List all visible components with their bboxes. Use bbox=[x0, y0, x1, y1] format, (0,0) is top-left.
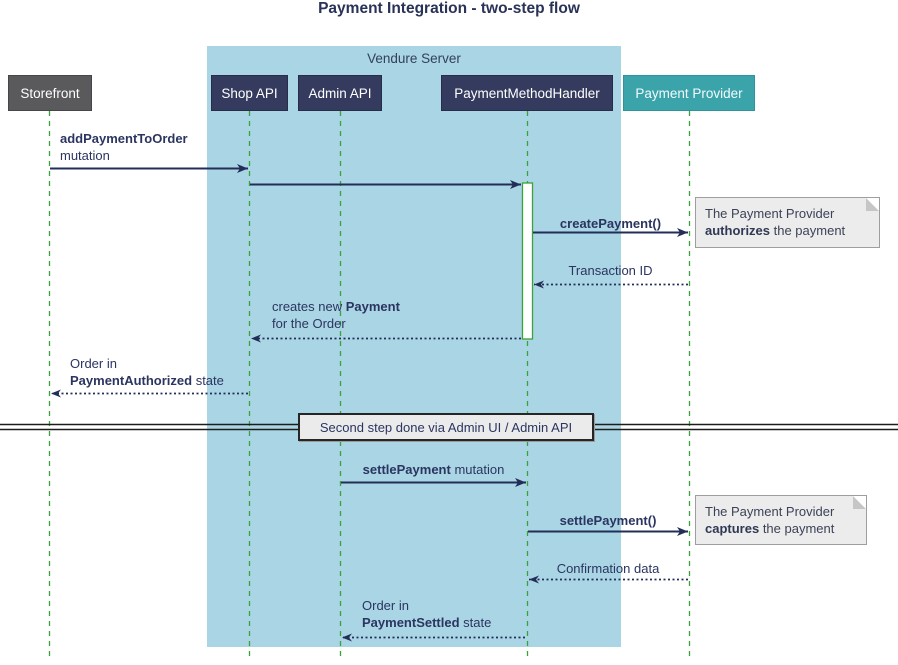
participant-payment-method-handler-label: PaymentMethodHandler bbox=[454, 85, 600, 101]
participant-storefront: Storefront bbox=[8, 75, 92, 111]
message-order-authorized-line1: Order in bbox=[70, 356, 117, 371]
vendure-server-group bbox=[207, 46, 621, 647]
participant-storefront-label: Storefront bbox=[20, 85, 80, 101]
note-capture-line1: The Payment Provider bbox=[705, 504, 835, 519]
note-authorize-bold: authorizes bbox=[705, 223, 771, 238]
message-confirmation-label: Confirmation data bbox=[556, 561, 660, 576]
activation-bar-handler bbox=[521, 182, 534, 340]
note-capture: The Payment Provider captures the paymen… bbox=[695, 495, 867, 545]
message-order-settled-label: Order in PaymentSettled state bbox=[362, 597, 491, 631]
message-transaction-id-label: Transaction ID bbox=[568, 263, 653, 278]
participant-payment-provider-label: Payment Provider bbox=[635, 85, 743, 101]
message-settle-call-label: settlePayment() bbox=[559, 513, 657, 528]
message-creates-payment-label: creates new Payment for the Order bbox=[272, 298, 400, 332]
message-settle-mutation-bold: settlePayment bbox=[362, 462, 451, 477]
note-authorize: The Payment Provider authorizes the paym… bbox=[695, 197, 880, 248]
message-order-settled-rest: state bbox=[459, 615, 492, 630]
note-authorize-line1: The Payment Provider bbox=[705, 206, 835, 221]
message-order-authorized-bold: PaymentAuthorized bbox=[70, 373, 193, 388]
message-creates-payment-line2: for the Order bbox=[272, 316, 346, 331]
participant-payment-method-handler: PaymentMethodHandler bbox=[441, 75, 613, 111]
diagram-title: Payment Integration - two-step flow bbox=[318, 0, 580, 17]
participant-admin-api-label: Admin API bbox=[308, 85, 372, 101]
divider-label-box: Second step done via Admin UI / Admin AP… bbox=[298, 413, 594, 441]
message-add-payment-bold: addPaymentToOrder bbox=[60, 131, 188, 146]
participant-shop-api-label: Shop API bbox=[221, 85, 278, 101]
participant-shop-api: Shop API bbox=[211, 75, 288, 111]
message-settle-mutation-rest: mutation bbox=[450, 462, 505, 477]
participant-payment-provider: Payment Provider bbox=[623, 75, 755, 111]
message-order-settled-bold: PaymentSettled bbox=[362, 615, 460, 630]
message-settle-mutation-label: settlePayment mutation bbox=[340, 461, 527, 478]
message-add-payment-label: addPaymentToOrder mutation bbox=[60, 130, 188, 164]
message-creates-payment-pre: creates new bbox=[272, 299, 346, 314]
note-capture-bold: captures bbox=[705, 521, 760, 536]
message-create-payment-label: createPayment() bbox=[559, 216, 662, 231]
message-creates-payment-bold: Payment bbox=[345, 299, 400, 314]
note-capture-rest: the payment bbox=[759, 521, 835, 536]
message-order-authorized-rest: state bbox=[192, 373, 224, 388]
message-order-settled-line1: Order in bbox=[362, 598, 409, 613]
vendure-server-label: Vendure Server bbox=[367, 51, 461, 66]
divider-label: Second step done via Admin UI / Admin AP… bbox=[319, 419, 573, 435]
note-authorize-rest: the payment bbox=[770, 223, 846, 238]
participant-admin-api: Admin API bbox=[298, 75, 382, 111]
message-order-authorized-label: Order in PaymentAuthorized state bbox=[70, 355, 224, 389]
message-add-payment-line2: mutation bbox=[60, 148, 110, 163]
